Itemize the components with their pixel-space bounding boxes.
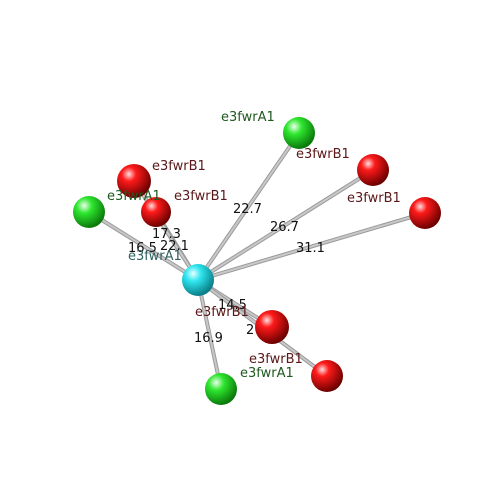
node-label: e3fwrB1 <box>174 189 228 204</box>
node-labels-layer: e3fwrA1e3fwrB1e3fwrB1e3fwrB1e3fwrB1e3fwr… <box>107 110 401 381</box>
node-green-g2[interactable] <box>73 196 105 228</box>
edge-distance-label: 31.1 <box>296 241 325 256</box>
edge-highlight-g1 <box>197 132 300 281</box>
edge-highlight-g2 <box>88 211 199 281</box>
node-green-g1[interactable] <box>283 117 315 149</box>
edge-distance-label: 26.7 <box>270 220 299 235</box>
node-label: e3fwrA1 <box>221 110 275 125</box>
edge-highlight-r4 <box>133 180 199 281</box>
node-label: e3fwrB1 <box>195 305 249 320</box>
node-red-r2[interactable] <box>409 197 441 229</box>
edge-highlight-g3 <box>197 279 222 390</box>
node-label: e3fwrA1 <box>107 189 161 204</box>
node-label: e3fwrB1 <box>347 191 401 206</box>
node-label: e3fwrA1 <box>128 249 182 264</box>
edge-distance-label: 16.9 <box>194 331 223 346</box>
edge-distance-label: 16.5 <box>128 241 157 256</box>
node-red-r5[interactable] <box>255 310 289 344</box>
edge-distance-label: 22.7 <box>233 202 262 217</box>
node-center[interactable] <box>182 264 214 296</box>
edge-distance-label: 22.1 <box>160 239 189 254</box>
node-green-g3[interactable] <box>205 373 237 405</box>
edge-highlight-r2 <box>197 212 426 281</box>
edge-labels-layer: 22.7 26.7 31.1 22.117.316.5 14.5 2 16.9 <box>128 202 325 346</box>
edge-distance-label: 2 <box>246 323 254 338</box>
node-label: e3fwrA1 <box>240 366 294 381</box>
nodes-layer <box>73 117 441 405</box>
node-label: e3fwrB1 <box>152 159 206 174</box>
edge-distance-label: 17.3 <box>152 227 181 242</box>
node-label: e3fwrB1 <box>249 352 303 367</box>
edge-distance-label: 14.5 <box>218 298 247 313</box>
node-red-r1[interactable] <box>357 154 389 186</box>
edge-highlight-r1 <box>197 169 374 281</box>
node-red-r4[interactable] <box>117 164 151 198</box>
node-red-r3[interactable] <box>141 197 171 227</box>
node-label: e3fwrB1 <box>296 147 350 162</box>
node-red-r6[interactable] <box>311 360 343 392</box>
